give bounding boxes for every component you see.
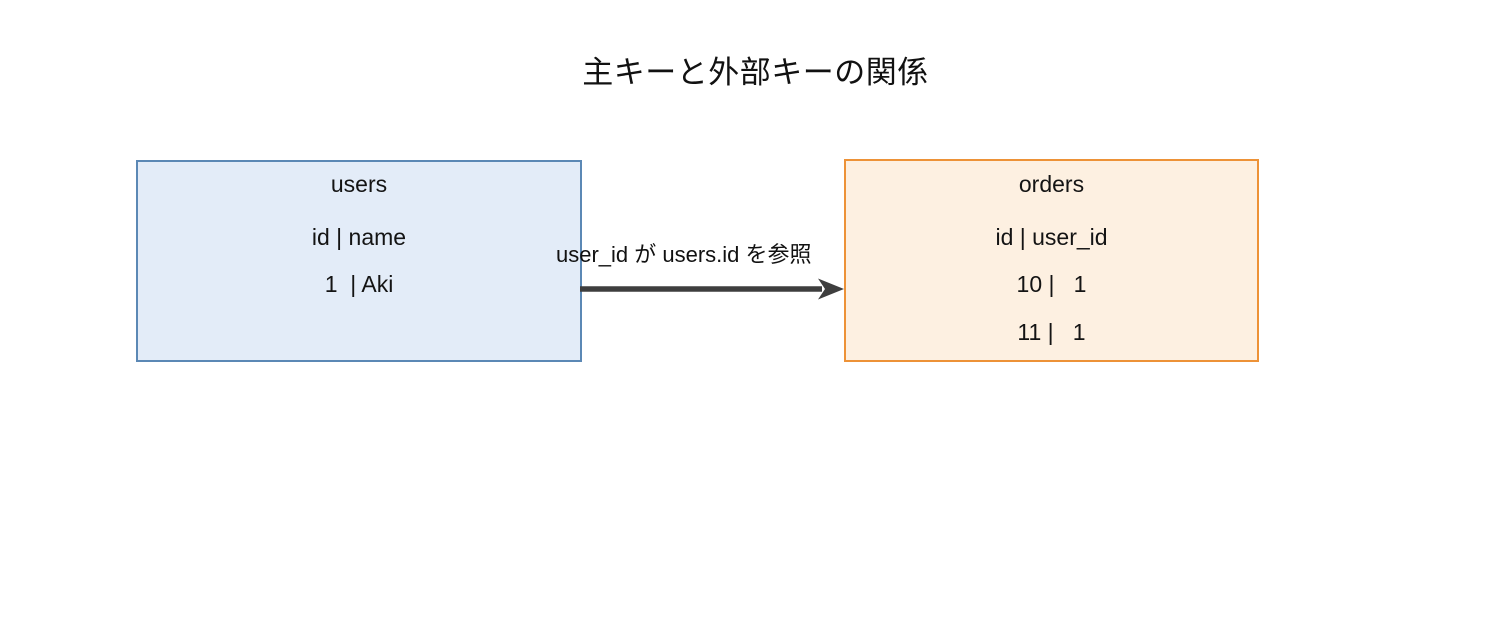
page-title: 主キーと外部キーの関係 bbox=[582, 55, 929, 90]
arrow-right-icon bbox=[580, 278, 844, 300]
entity-row-data: 11 | 1 bbox=[1017, 319, 1086, 345]
entity-row-header: id | user_id bbox=[995, 224, 1108, 250]
entity-row-data: 10 | 1 bbox=[1016, 271, 1087, 297]
entity-box-orders[interactable]: orders id | user_id 10 | 1 11 | 1 bbox=[844, 159, 1259, 362]
entity-row-data: 1 | Aki bbox=[324, 271, 394, 297]
entity-title-users: users bbox=[330, 171, 388, 197]
entity-title-orders: orders bbox=[1018, 171, 1085, 197]
entity-box-users[interactable]: users id | name 1 | Aki bbox=[136, 160, 582, 362]
relationship-label: user_id が users.id を参照 bbox=[556, 242, 812, 267]
relationship-connector: user_id が users.id を参照 bbox=[556, 240, 886, 312]
entity-row-header: id | name bbox=[311, 224, 407, 250]
